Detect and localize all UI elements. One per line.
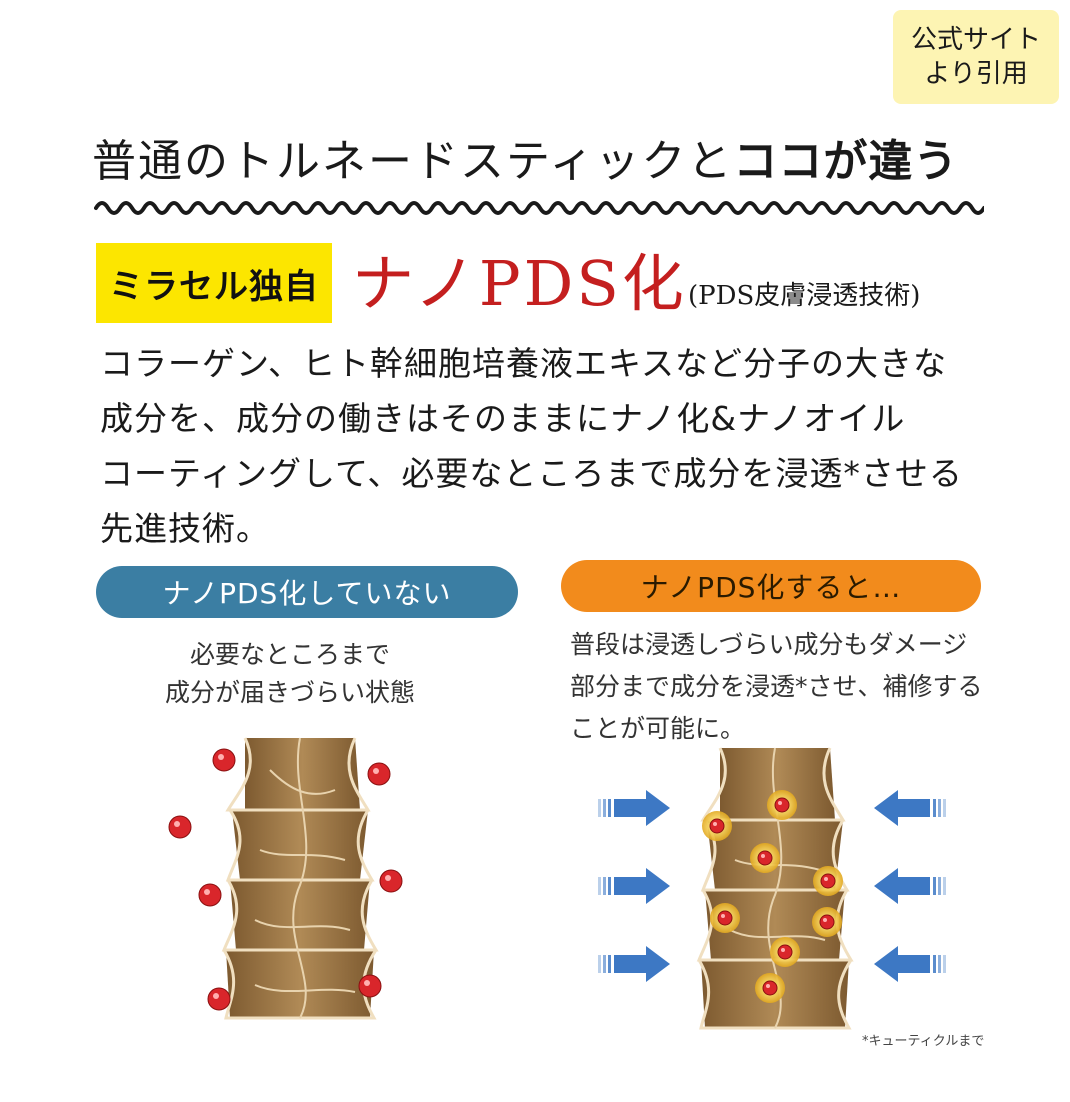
description: コラーゲン、ヒト幹細胞培養液エキスなど分子の大きな 成分を、成分の働きはそのまま… bbox=[100, 336, 1010, 556]
description-line: 先進技術。 bbox=[100, 509, 270, 548]
particle bbox=[168, 815, 192, 839]
caption-line: 成分が届きづらい状態 bbox=[164, 678, 415, 707]
particle bbox=[702, 811, 732, 841]
particle bbox=[750, 843, 780, 873]
with-nano-label: ナノPDS化すると… bbox=[561, 560, 981, 612]
particle bbox=[207, 987, 231, 1011]
description-line: コーティングして、必要なところまで成分を浸透*させる bbox=[100, 454, 963, 493]
particle bbox=[198, 883, 222, 907]
arrow-icon bbox=[598, 946, 670, 982]
particle bbox=[358, 974, 382, 998]
arrow-icon bbox=[598, 868, 670, 904]
caption-line: 普段は浸透しづらい成分もダメージ bbox=[570, 630, 968, 659]
particle bbox=[813, 866, 843, 896]
footnote: *キューティクルまで bbox=[862, 1034, 985, 1049]
arrows-inward-left bbox=[598, 790, 670, 982]
headline-normal: 普通のトルネードスティックと bbox=[92, 136, 734, 187]
caption-line: 部分まで成分を浸透*させ、補修する bbox=[570, 672, 983, 701]
particle bbox=[767, 790, 797, 820]
feature-subtitle: (PDS皮膚浸透技術) bbox=[688, 281, 921, 311]
particle bbox=[770, 937, 800, 967]
headline: 普通のトルネードスティックとココが違う bbox=[92, 132, 992, 192]
particle bbox=[379, 869, 403, 893]
arrow-icon bbox=[874, 946, 946, 982]
caption-line: 必要なところまで bbox=[189, 640, 390, 669]
without-nano-label: ナノPDS化していない bbox=[96, 566, 518, 618]
with-nano-caption: 普段は浸透しづらい成分もダメージ 部分まで成分を浸透*させ、補修する ことが可能… bbox=[570, 624, 1020, 750]
source-badge-line1: 公式サイト bbox=[910, 25, 1041, 55]
particle bbox=[367, 762, 391, 786]
caption-line: ことが可能に。 bbox=[570, 714, 746, 743]
arrows-inward-right bbox=[874, 790, 946, 982]
arrow-icon bbox=[598, 790, 670, 826]
hair-illustration-with bbox=[598, 747, 946, 1030]
particle bbox=[710, 903, 740, 933]
particle bbox=[755, 973, 785, 1003]
description-line: コラーゲン、ヒト幹細胞培養液エキスなど分子の大きな bbox=[100, 344, 948, 383]
description-line: 成分を、成分の働きはそのままにナノ化&ナノオイル bbox=[100, 399, 906, 438]
hair-strand bbox=[221, 737, 379, 1020]
feature-title: ナノPDS化 bbox=[352, 247, 687, 320]
arrow-icon bbox=[874, 868, 946, 904]
headline-emphasis: ココが違う bbox=[733, 136, 959, 187]
hair-illustration-without bbox=[168, 737, 403, 1020]
arrow-icon bbox=[874, 790, 946, 826]
without-nano-caption: 必要なところまで 成分が届きづらい状態 bbox=[120, 636, 460, 712]
exclusive-label: ミラセル独自 bbox=[96, 243, 332, 323]
particle bbox=[812, 907, 842, 937]
source-badge-line2: より引用 bbox=[924, 59, 1028, 89]
source-badge: 公式サイト より引用 bbox=[893, 10, 1059, 104]
particle bbox=[212, 748, 236, 772]
wavy-divider bbox=[94, 201, 984, 215]
